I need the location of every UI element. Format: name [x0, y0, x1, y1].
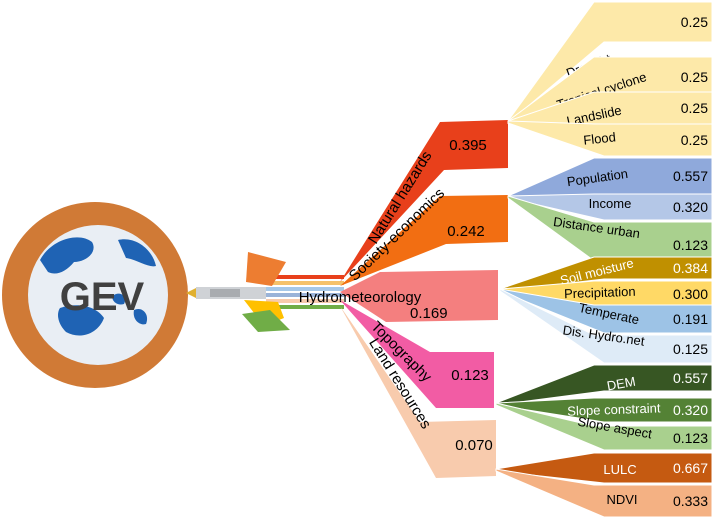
- indicator-weight: 0.125: [673, 341, 708, 357]
- indicator-weight: 0.300: [673, 286, 708, 302]
- indicator-branch: [495, 468, 713, 518]
- indicator-weight: 0.384: [673, 260, 708, 276]
- indicator-lulc: LULC 0.667: [495, 452, 713, 484]
- category-name: Hydrometeorology: [299, 289, 422, 306]
- category-branch: [340, 195, 508, 286]
- dart-shaft: [186, 252, 344, 332]
- indicator-weight: 0.123: [673, 237, 708, 253]
- indicator-name: Flood: [583, 129, 617, 147]
- indicator-dem: DEM 0.557: [495, 364, 713, 406]
- category-branch: [340, 270, 498, 322]
- dart-fin-bottom: [242, 310, 290, 332]
- indicator-weight: 0.333: [673, 493, 708, 509]
- category-weight: 0.123: [451, 367, 489, 384]
- indicator-weight: 0.25: [681, 100, 708, 116]
- indicator-name: Precipitation: [564, 284, 636, 301]
- category-weight: 0.242: [447, 223, 485, 240]
- indicator-weight: 0.123: [673, 430, 708, 446]
- category-branch: [340, 306, 496, 478]
- indicator-weight: 0.557: [673, 168, 708, 184]
- category-branch: [340, 300, 494, 408]
- indicator-weight: 0.25: [681, 14, 708, 30]
- indicator-weight: 0.25: [681, 69, 708, 85]
- indicator-precipitation: Precipitation 0.300: [499, 280, 713, 308]
- indicator-weight: 0.191: [673, 311, 708, 327]
- indicator-name: Slope constraint: [567, 400, 661, 418]
- indicator-branch: [499, 288, 713, 364]
- category-weight: 0.169: [410, 305, 448, 322]
- indicator-name: Income: [589, 196, 632, 211]
- center-label: GEV: [60, 275, 145, 319]
- indicator-branch: [495, 402, 713, 451]
- indicator-weight: 0.25: [681, 132, 708, 148]
- category-branch: [340, 120, 508, 282]
- indicator-name: NDVI: [606, 492, 637, 507]
- indicator-weight: 0.320: [673, 199, 708, 215]
- globe-map-icon: [40, 237, 156, 336]
- indicator-name: DEM: [606, 374, 637, 394]
- indicator-slope-constraint: Slope constraint 0.320: [495, 397, 713, 423]
- indicator-name: LULC: [603, 462, 636, 477]
- category-weight: 0.395: [449, 137, 487, 154]
- indicator-branch: [507, 195, 713, 269]
- indicator-flood: Flood 0.25: [507, 120, 713, 157]
- dart-fin-top: [246, 252, 286, 286]
- indicator-income: Income 0.320: [507, 193, 713, 221]
- category-weight: 0.070: [455, 437, 493, 454]
- indicator-ndvi: NDVI 0.333: [495, 468, 713, 518]
- indicator-weight: 0.557: [673, 370, 708, 386]
- gev-globe: GEV: [2, 202, 188, 388]
- indicator-weight: 0.667: [673, 460, 708, 476]
- indicator-weight: 0.320: [673, 402, 708, 418]
- indicator-branch: [507, 120, 713, 157]
